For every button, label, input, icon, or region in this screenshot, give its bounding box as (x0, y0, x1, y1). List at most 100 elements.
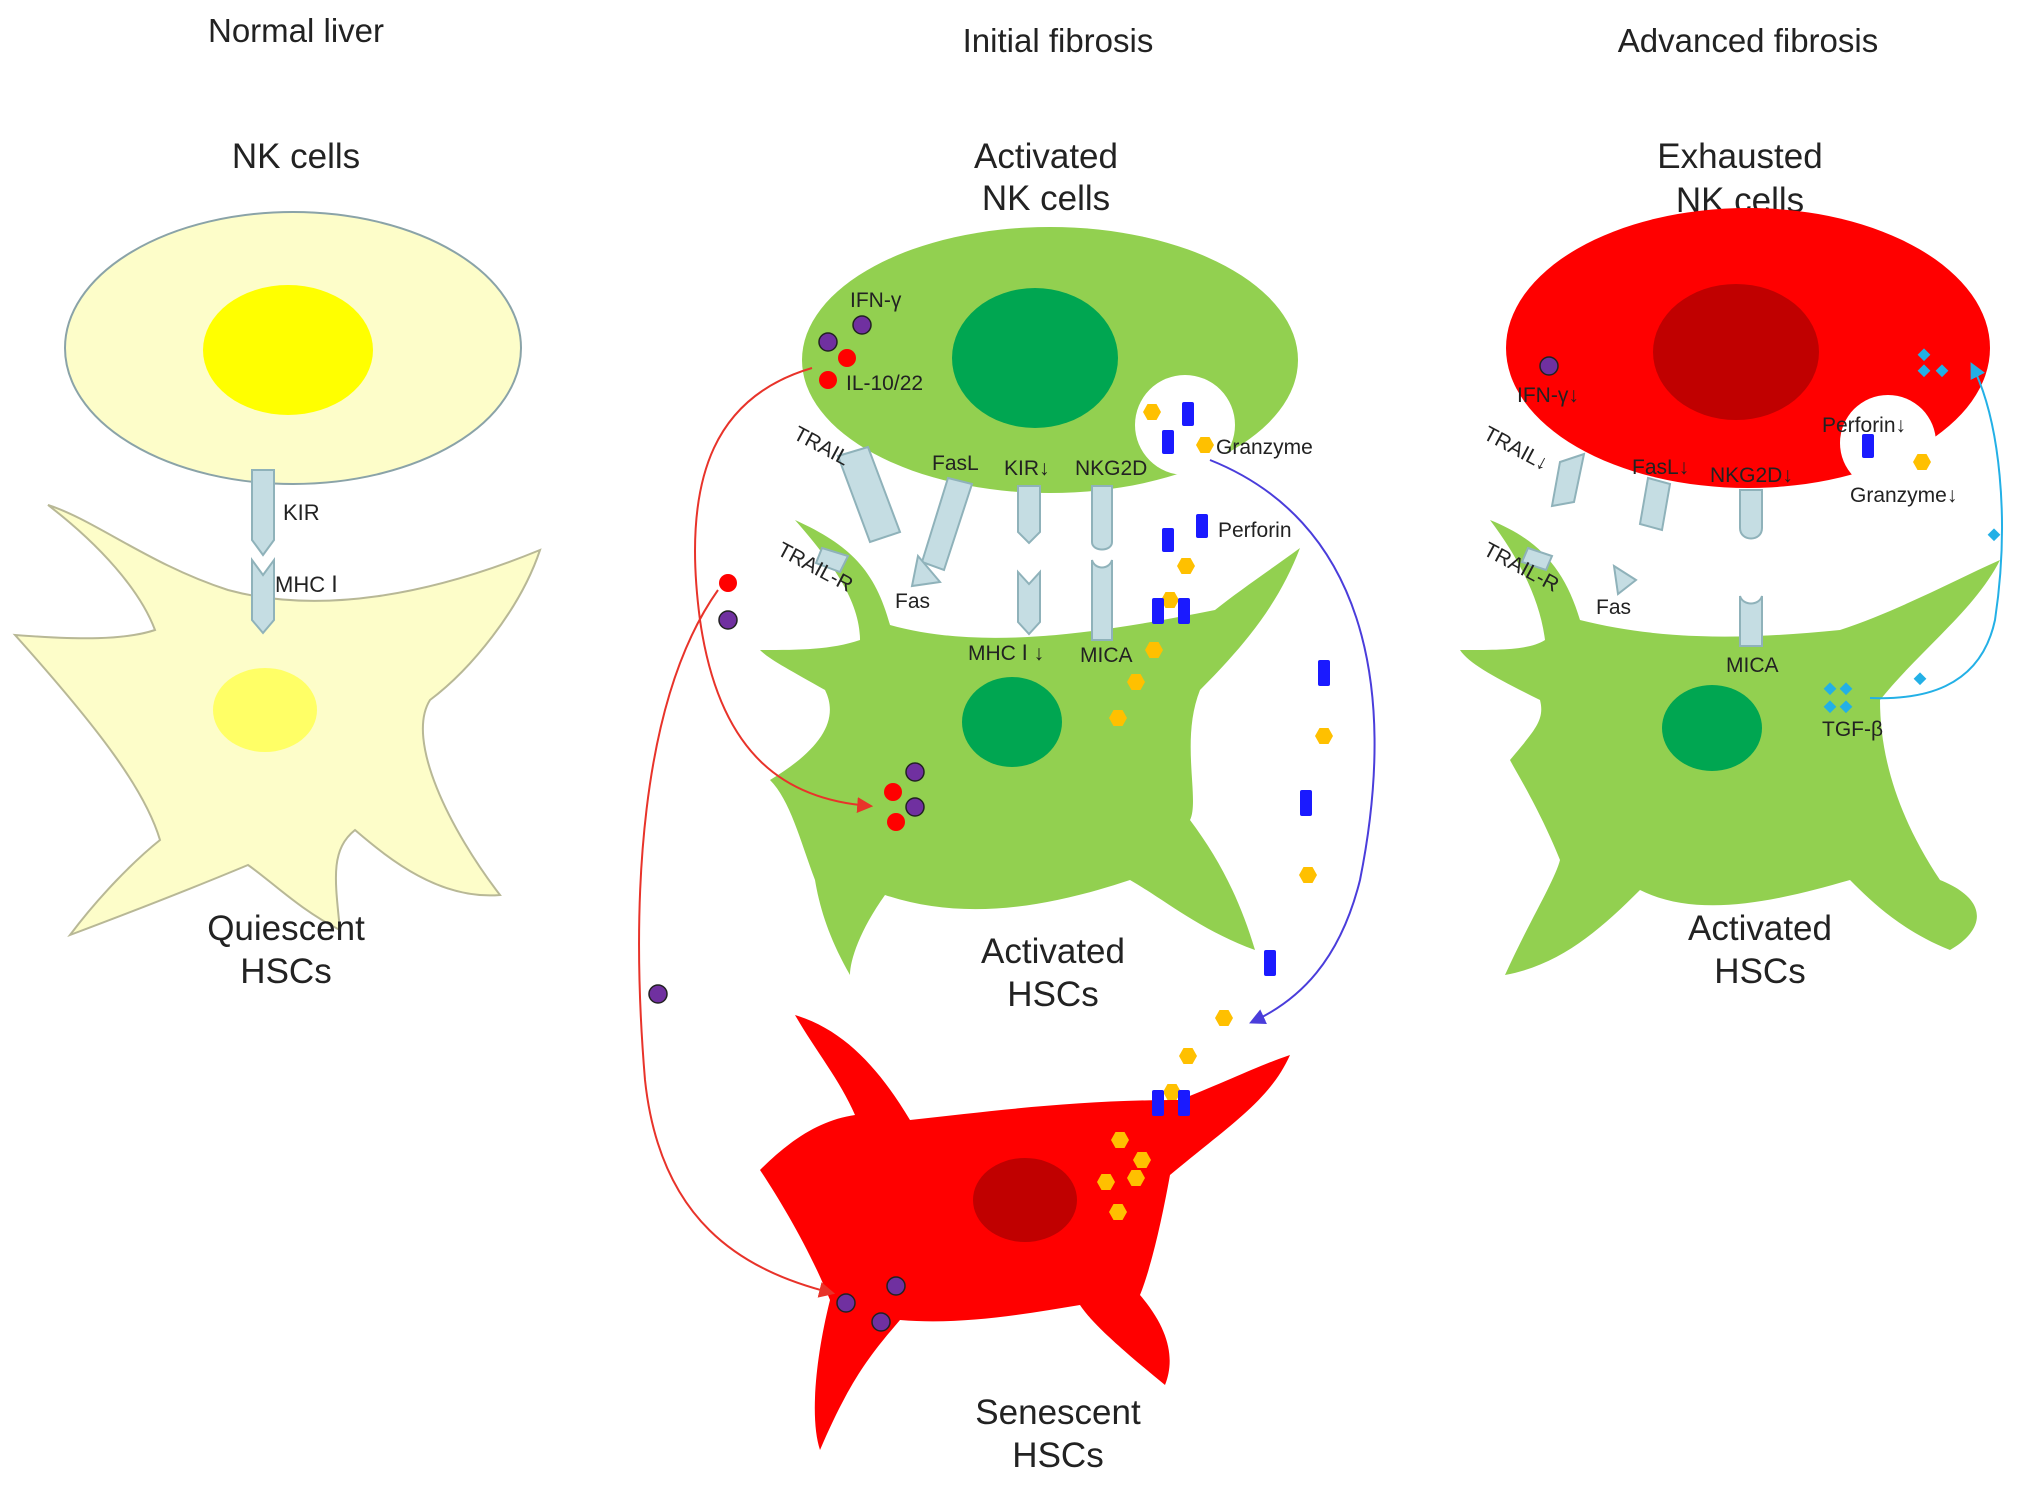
ifn-gamma-dot (648, 984, 668, 1004)
kir-receptor (251, 469, 275, 557)
blue-arrow-to-senescent (1209, 459, 1376, 1024)
ifn-gamma-dot (852, 315, 872, 335)
activated-hsc-nucleus-initial (962, 677, 1062, 767)
tgf-beta-granule (1913, 672, 1927, 686)
granzyme-granule (1177, 558, 1195, 574)
perforin-granule (1264, 950, 1276, 976)
nk-nucleus-normal (203, 285, 373, 415)
granzyme-granule (1179, 1048, 1197, 1064)
fas-receptor-advanced (1612, 563, 1638, 596)
il-10-22-dot (819, 371, 837, 389)
nk-label-initial-line2: NK cells (982, 179, 1110, 218)
ifn-gamma-dot (871, 1312, 891, 1332)
perforin-granule (1318, 660, 1330, 686)
panel-title-initial: Initial fibrosis (963, 22, 1154, 59)
panel-advanced-fibrosis: Advanced fibrosis Exhausted NK cells IFN… (1460, 22, 2003, 991)
fas-label-initial: Fas (895, 590, 930, 613)
perforin-granule (1162, 430, 1174, 454)
perforin-granule (1162, 528, 1174, 552)
panel-title-normal: Normal liver (208, 12, 384, 49)
mhc-receptor-initial (1017, 569, 1041, 636)
mica-receptor-initial (1091, 559, 1113, 641)
il-label-initial: IL-10/22 (846, 372, 923, 395)
activated-hsc-nucleus-advanced (1662, 685, 1762, 771)
nk-cell-label-normal: NK cells (232, 137, 360, 176)
perforin-granule (1862, 434, 1874, 458)
ifn-gamma-dot (718, 610, 738, 630)
mica-receptor-advanced (1739, 595, 1763, 647)
il-10-22-dot (884, 783, 902, 801)
red-arrow-to-senescent-hsc (638, 589, 836, 1298)
il-10-22-dot (838, 349, 856, 367)
granule-pocket-advanced (1840, 395, 1936, 491)
perforin-granule (1182, 402, 1194, 426)
cyan-arrow-tgf-to-nk (1869, 362, 2003, 700)
granzyme-label-advanced: Granzyme↓ (1850, 484, 1957, 507)
tgf-label: TGF-β (1822, 718, 1883, 741)
ifn-gamma-dot (905, 797, 925, 817)
fasl-receptor-advanced (1638, 476, 1672, 532)
ifn-gamma-dot (1539, 356, 1559, 376)
trail-receptor-advanced (1550, 452, 1586, 508)
nk-label-advanced-line1: Exhausted (1657, 137, 1822, 176)
senescent-label-line2: HSCs (1012, 1436, 1103, 1475)
fasl-receptor-initial (920, 476, 974, 572)
granzyme-granule (1315, 728, 1333, 744)
fasl-label-initial: FasL (932, 452, 979, 475)
perforin-label-initial: Perforin (1218, 519, 1292, 542)
panel-initial-fibrosis: Initial fibrosis Activated NK cells IFN-… (638, 22, 1376, 1475)
nkg2d-receptor-initial (1091, 485, 1113, 551)
nkg2d-label-advanced: NKG2D↓ (1710, 464, 1793, 487)
perforin-granule (1300, 790, 1312, 816)
hsc-label-advanced-line2: HSCs (1714, 952, 1805, 991)
granzyme-granule (1215, 1010, 1233, 1026)
hsc-label-advanced-line1: Activated (1688, 909, 1832, 948)
nk-label-initial-line1: Activated (974, 137, 1118, 176)
nk-nucleus-exhausted (1653, 284, 1819, 420)
nkg2d-label-initial: NKG2D (1075, 457, 1147, 480)
ifn-gamma-dot (836, 1293, 856, 1313)
trail-receptor-initial (836, 445, 902, 544)
trail-label-advanced: TRAIL↓ (1480, 422, 1553, 475)
fas-receptor-initial (910, 553, 942, 588)
nk-nucleus-activated (952, 288, 1118, 428)
il-10-22-dot (887, 813, 905, 831)
trail-r-receptor-initial (814, 546, 850, 574)
mhc-label-normal: MHC Ⅰ (275, 572, 338, 597)
hsc-label-initial-line2: HSCs (1007, 975, 1098, 1014)
mica-label-initial: MICA (1080, 644, 1133, 667)
kir-label-normal: KIR (283, 500, 320, 525)
perforin-pore (1178, 598, 1190, 624)
senescent-label-line1: Senescent (975, 1393, 1141, 1432)
mhc-label-initial: MHC Ⅰ ↓ (968, 642, 1044, 665)
panel-title-advanced: Advanced fibrosis (1618, 22, 1878, 59)
kir-receptor-initial (1017, 485, 1041, 545)
nkg2d-receptor-advanced (1739, 489, 1763, 540)
ifn-label-advanced: IFN-γ↓ (1517, 384, 1579, 407)
il-10-22-dot (719, 574, 737, 592)
hsc-label-initial-line1: Activated (981, 932, 1125, 971)
fasl-label-advanced: FasL↓ (1632, 456, 1689, 479)
perforin-pore (1152, 598, 1164, 624)
hsc-label-normal-line1: Quiescent (207, 909, 365, 948)
fas-label-advanced: Fas (1596, 596, 1631, 619)
mica-label-advanced: MICA (1726, 654, 1779, 677)
panel-normal-liver: Normal liver NK cells KIR MHC Ⅰ Quiescen… (12, 12, 542, 991)
kir-label-initial: KIR↓ (1004, 457, 1050, 480)
ifn-gamma-dot (818, 332, 838, 352)
perforin-pore (1178, 1090, 1190, 1116)
perforin-label-advanced: Perforin↓ (1822, 414, 1906, 437)
ifn-gamma-dot (905, 762, 925, 782)
tgf-beta-cluster (1823, 682, 1853, 714)
trail-r-receptor-advanced (1520, 546, 1554, 572)
hsc-label-normal-line2: HSCs (240, 952, 331, 991)
perforin-pore (1152, 1090, 1164, 1116)
senescent-hsc-nucleus (973, 1158, 1077, 1242)
quiescent-hsc-nucleus (213, 668, 317, 752)
granzyme-granule (1299, 867, 1317, 883)
tgf-beta-granule (1987, 528, 2001, 542)
mhc-receptor (251, 556, 275, 635)
ifn-label-initial: IFN-γ (850, 289, 902, 312)
ifn-gamma-dot (886, 1276, 906, 1296)
